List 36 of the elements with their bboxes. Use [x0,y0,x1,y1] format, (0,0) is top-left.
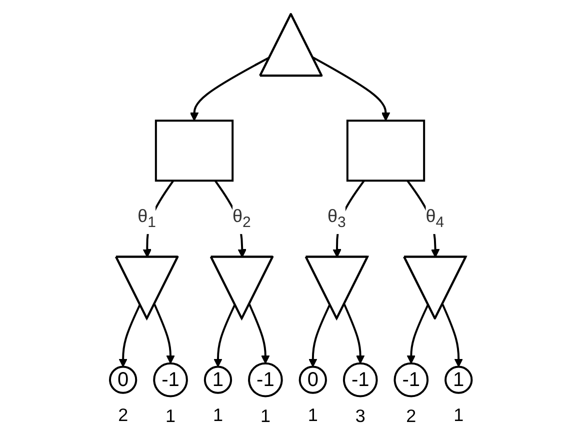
arrow [344,304,365,364]
arrow [442,304,464,368]
edge-label: θ$_{4}$ [426,203,444,234]
value-label: 1 [454,404,464,425]
value-label: 3 [356,406,366,426]
payoff-circle: -1 [153,362,188,398]
edge-label: θ$_{2}$ [232,203,252,234]
arrow [214,304,236,368]
arrow [118,304,142,368]
arrow [190,56,271,122]
value-label: 1 [260,406,271,426]
chance-triangle [403,256,467,320]
value-label: 1 [213,404,224,425]
root-triangle [259,13,323,77]
payoff-circle: 1 [444,366,473,394]
arrow [406,304,430,364]
edge-label: θ$_{1}$ [138,203,156,234]
payoff-circle: 0 [109,366,138,394]
payoff-circle: 0 [299,366,328,394]
decision-square [155,120,234,182]
decision-square [346,120,426,182]
chance-triangle [304,256,369,320]
arrow [312,56,390,122]
payoff-circle: -1 [343,362,378,398]
value-label: 1 [166,406,176,426]
payoff-circle: -1 [248,362,283,398]
chance-triangle [115,256,179,320]
value-label: 2 [118,404,128,425]
payoff-circle: -1 [394,362,429,398]
value-label: 1 [308,404,318,425]
arrow [308,304,331,368]
chance-triangle [210,256,274,320]
payoff-circle: 1 [204,366,232,394]
arrow [154,304,176,364]
arrow [248,304,270,364]
value-label: 2 [406,406,416,426]
